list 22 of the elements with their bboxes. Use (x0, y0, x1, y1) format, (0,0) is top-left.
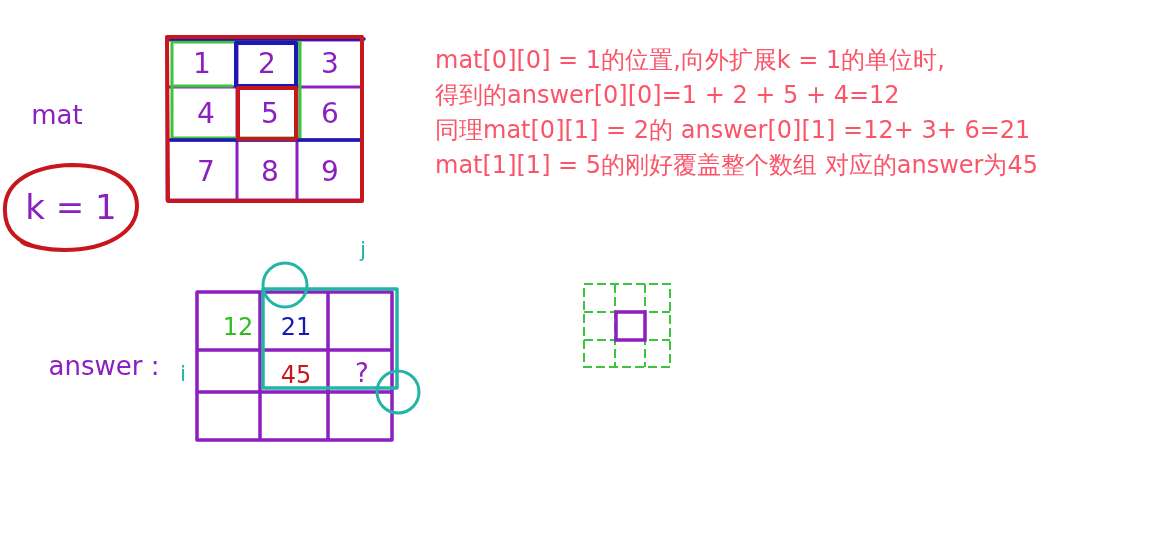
digit: 8 (261, 156, 279, 188)
digit: 9 (321, 156, 339, 188)
handwritten-label: mat (31, 100, 83, 130)
digit: 7 (197, 156, 215, 188)
digit: 1 (193, 48, 211, 80)
axis-letter: j (359, 237, 367, 263)
digit: 6 (321, 98, 339, 130)
axis-letter: i (179, 361, 187, 387)
number: 21 (280, 313, 312, 341)
note-line: mat[0][0] = 1的位置,向外扩展k = 1的单位时, (435, 46, 945, 74)
note-line: mat[1][1] = 5的刚好覆盖整个数组 对应的answer为45 (435, 151, 1038, 179)
digit: 4 (197, 98, 215, 130)
circled-label: k = 1 (25, 189, 117, 227)
handwritten-label: answer : (48, 351, 160, 381)
digit: 2 (258, 48, 276, 80)
digit: 5 (261, 98, 279, 130)
number: 45 (280, 361, 312, 389)
note-line: 同理mat[0][1] = 2的 answer[0][1] =12+ 3+ 6=21 (435, 116, 1031, 144)
number: 12 (222, 313, 254, 341)
digit: 3 (321, 48, 339, 80)
note-line: 得到的answer[0][0]=1 + 2 + 5 + 4=12 (435, 81, 900, 109)
question-mark: ? (355, 358, 369, 388)
